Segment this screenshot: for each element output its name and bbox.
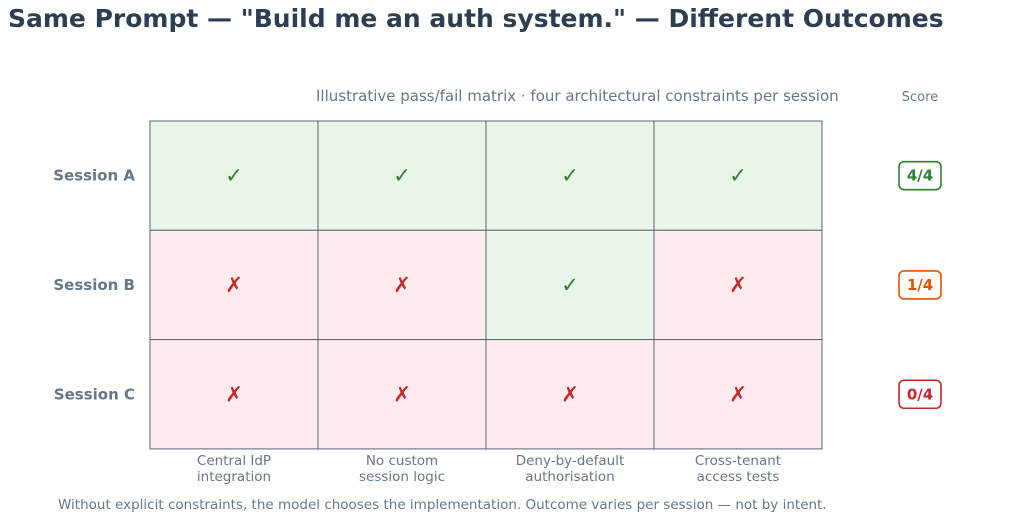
cross-mark-icon: ✗ bbox=[225, 273, 243, 297]
matrix-cell-pass bbox=[485, 120, 655, 231]
matrix-cell-fail bbox=[485, 339, 655, 450]
check-mark-icon: ✓ bbox=[561, 273, 579, 297]
column-label: authorisation bbox=[525, 469, 614, 485]
footnote: Without explicit constraints, the model … bbox=[58, 497, 827, 513]
cross-mark-icon: ✗ bbox=[729, 382, 747, 406]
row-labels: Session A Session B Session C bbox=[53, 167, 135, 404]
chart-subtitle: Illustrative pass/fail matrix · four arc… bbox=[316, 87, 839, 105]
matrix-cell-fail bbox=[653, 229, 823, 341]
column-label: access tests bbox=[697, 469, 780, 485]
cross-mark-icon: ✗ bbox=[225, 382, 243, 406]
score-value: 4/4 bbox=[907, 167, 933, 185]
score-value: 1/4 bbox=[907, 276, 933, 294]
score-badge bbox=[898, 160, 942, 191]
column-label: No custom bbox=[366, 453, 438, 469]
matrix-cells bbox=[149, 120, 823, 450]
matrix-cell-fail bbox=[317, 339, 487, 450]
matrix-cell-fail bbox=[149, 339, 319, 450]
matrix-cell-fail bbox=[317, 229, 487, 341]
column-label: session logic bbox=[359, 469, 445, 485]
matrix-cell-pass bbox=[149, 120, 319, 231]
check-mark-icon: ✓ bbox=[393, 164, 411, 188]
matrix-marks: ✓ ✓ ✓ ✓ ✗ ✗ ✓ ✗ ✗ ✗ ✗ ✗ bbox=[225, 164, 747, 407]
cross-mark-icon: ✗ bbox=[729, 273, 747, 297]
row-label: Session B bbox=[53, 276, 135, 294]
cross-mark-icon: ✗ bbox=[561, 382, 579, 406]
column-label: Cross-tenant bbox=[695, 453, 781, 469]
check-mark-icon: ✓ bbox=[225, 164, 243, 188]
column-label: Deny-by-default bbox=[516, 453, 625, 469]
matrix-cell-fail bbox=[653, 339, 823, 450]
score-badge bbox=[898, 379, 942, 410]
matrix-cell-pass bbox=[485, 229, 655, 341]
check-mark-icon: ✓ bbox=[561, 164, 579, 188]
row-label: Session A bbox=[53, 167, 135, 185]
row-label: Session C bbox=[54, 385, 135, 403]
score-value: 0/4 bbox=[907, 385, 933, 403]
matrix-cell-fail bbox=[149, 229, 319, 341]
score-badges: 4/4 1/4 0/4 bbox=[898, 160, 942, 410]
column-label: integration bbox=[197, 469, 271, 485]
matrix-cell-pass bbox=[653, 120, 823, 231]
cross-mark-icon: ✗ bbox=[393, 273, 411, 297]
cross-mark-icon: ✗ bbox=[393, 382, 411, 406]
chart-title: Same Prompt — "Build me an auth system."… bbox=[8, 4, 944, 33]
column-label: Central IdP bbox=[197, 453, 271, 469]
matrix-cell-pass bbox=[317, 120, 487, 231]
score-column-header: Score bbox=[901, 90, 939, 105]
check-mark-icon: ✓ bbox=[729, 164, 747, 188]
score-badge bbox=[898, 270, 942, 300]
